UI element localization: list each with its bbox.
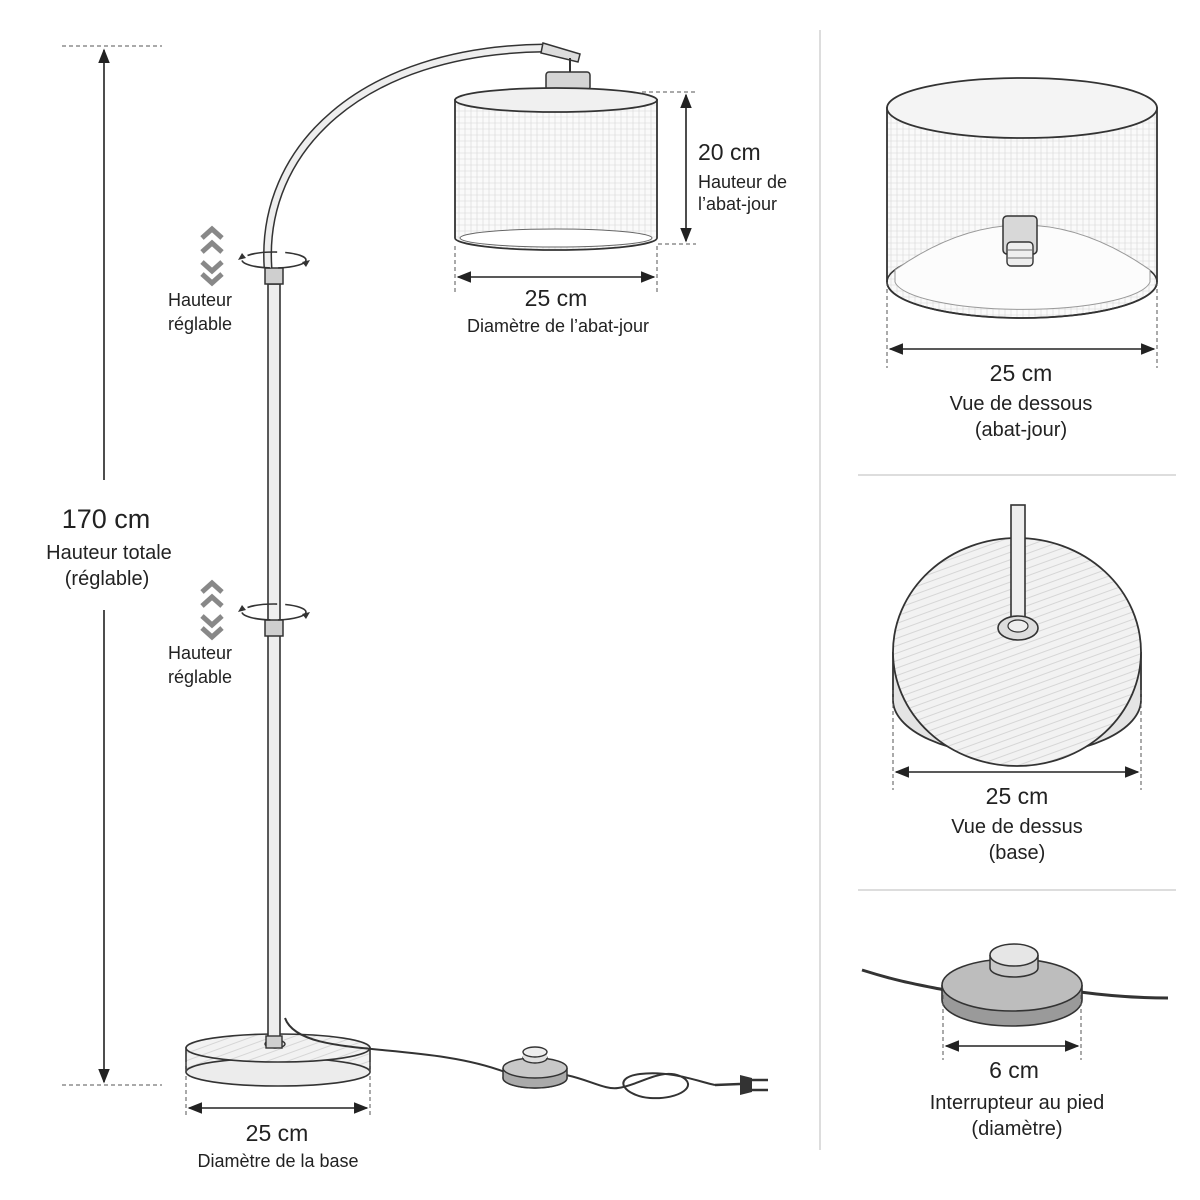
shade-diameter-dimension — [454, 246, 658, 292]
base-top-view — [892, 504, 1142, 767]
base-top-line1: Vue de dessus — [951, 816, 1083, 838]
shade-bottom-view — [886, 77, 1158, 319]
bulb-socket-icon — [1002, 215, 1038, 267]
chevrons-upper-icon — [200, 225, 224, 287]
power-cord — [284, 1017, 768, 1100]
shade-diameter-label: Diamètre de l’abat-jour — [467, 316, 649, 336]
adjust-lower-line1: Hauteur — [168, 643, 232, 663]
lamp-pole — [264, 267, 284, 1049]
adjust-ring-upper — [238, 251, 310, 269]
total-height-value: 170 cm — [62, 504, 151, 534]
total-height-note: (réglable) — [65, 568, 149, 590]
foot-switch-view — [861, 943, 1169, 1027]
base-top-dimension — [892, 690, 1142, 790]
shade-bottom-dimension — [886, 282, 1158, 368]
shade-height-line2: l’abat-jour — [698, 194, 777, 214]
foot-switch-line2: (diamètre) — [971, 1118, 1062, 1140]
total-height-label: Hauteur totale — [46, 542, 172, 564]
lamp-shade — [454, 87, 658, 251]
foot-switch-dimension — [942, 995, 1082, 1060]
total-height-dimension — [62, 45, 162, 1086]
base-top-value: 25 cm — [986, 783, 1049, 809]
adjust-lower-line2: réglable — [168, 667, 232, 687]
base-diameter-value: 25 cm — [246, 1120, 309, 1146]
shade-height-dimension — [642, 91, 696, 245]
shade-height-value: 20 cm — [698, 139, 761, 165]
adjust-upper-line1: Hauteur — [168, 290, 232, 310]
floor-lamp-drawing — [185, 42, 768, 1100]
foot-switch-value: 6 cm — [989, 1057, 1039, 1083]
shade-bottom-line2: (abat-jour) — [975, 419, 1067, 441]
foot-switch-small — [502, 1046, 568, 1089]
shade-bottom-line1: Vue de dessous — [950, 393, 1093, 415]
adjust-upper-line2: réglable — [168, 314, 232, 334]
shade-diameter-value: 25 cm — [525, 285, 588, 311]
base-diameter-dimension — [185, 1062, 371, 1118]
adjust-ring-lower — [238, 603, 310, 621]
shade-height-line1: Hauteur de — [698, 172, 787, 192]
base-diameter-label: Diamètre de la base — [197, 1151, 358, 1171]
shade-bottom-value: 25 cm — [990, 360, 1053, 386]
chevrons-lower-icon — [200, 579, 224, 641]
lamp-arm — [263, 42, 591, 269]
foot-switch-line1: Interrupteur au pied — [930, 1092, 1105, 1114]
base-top-line2: (base) — [989, 842, 1046, 864]
